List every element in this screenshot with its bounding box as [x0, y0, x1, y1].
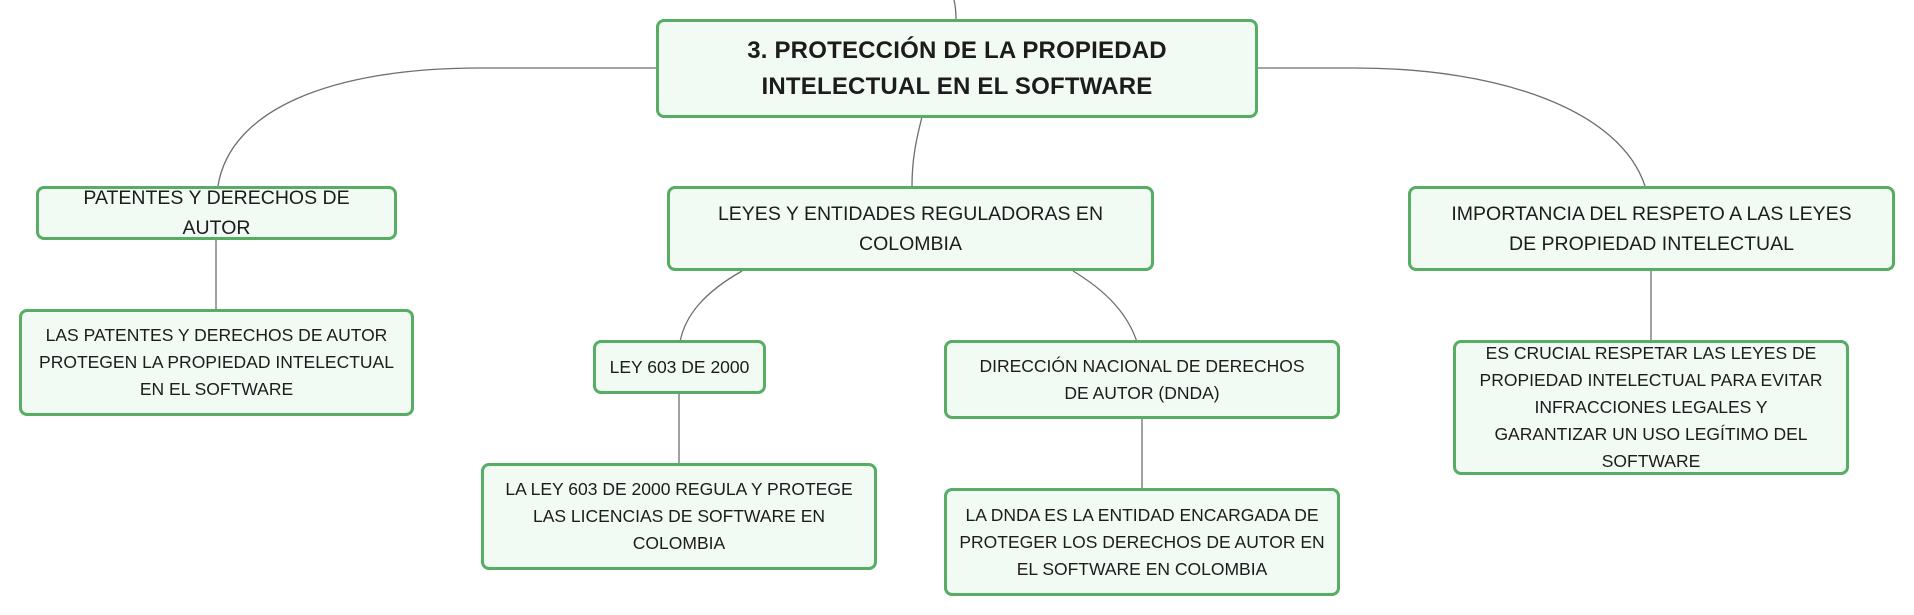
node-label: ES CRUCIAL RESPETAR LAS LEYES DE PROPIED…	[1479, 343, 1823, 471]
node-dnda-detalle[interactable]: LA DNDA ES LA ENTIDAD ENCARGADA DE PROTE…	[944, 488, 1340, 596]
root-node[interactable]: 3. PROTECCIÓN DE LA PROPIEDAD INTELECTUA…	[656, 19, 1258, 118]
connector-parent-root	[953, 0, 957, 21]
node-label: LA LEY 603 DE 2000 REGULA Y PROTEGE LAS …	[505, 479, 853, 553]
node-patentes-derechos-autor[interactable]: PATENTES Y DERECHOS DE AUTOR	[36, 186, 397, 240]
node-label: LEY 603 DE 2000	[609, 356, 750, 377]
node-ley-603-detalle[interactable]: LA LEY 603 DE 2000 REGULA Y PROTEGE LAS …	[481, 463, 877, 570]
node-ley-603[interactable]: LEY 603 DE 2000	[593, 340, 766, 394]
connector-root-patents	[217, 67, 658, 187]
node-dnda[interactable]: DIRECCIÓN NACIONAL DE DERECHOS DE AUTOR …	[944, 340, 1340, 419]
connector-laws-law603	[679, 270, 743, 343]
connector-root-importance	[1255, 67, 1646, 187]
node-label: LA DNDA ES LA ENTIDAD ENCARGADA DE PROTE…	[959, 504, 1325, 579]
node-label: PATENTES Y DERECHOS DE AUTOR	[83, 187, 350, 239]
node-importancia-respeto[interactable]: IMPORTANCIA DEL RESPETO A LAS LEYES DE P…	[1408, 186, 1895, 271]
node-label: DIRECCIÓN NACIONAL DE DERECHOS DE AUTOR …	[979, 355, 1305, 403]
node-patentes-detalle[interactable]: LAS PATENTES Y DERECHOS DE AUTOR PROTEGE…	[19, 309, 414, 416]
node-label: LEYES Y ENTIDADES REGULADORAS EN COLOMBI…	[717, 202, 1104, 255]
root-node-label: 3. PROTECCIÓN DE LA PROPIEDAD INTELECTUA…	[747, 36, 1167, 100]
connector-root-laws	[911, 116, 923, 187]
connector-laws-dnda	[1072, 270, 1138, 343]
node-importancia-detalle[interactable]: ES CRUCIAL RESPETAR LAS LEYES DE PROPIED…	[1453, 340, 1849, 475]
node-label: IMPORTANCIA DEL RESPETO A LAS LEYES DE P…	[1451, 202, 1852, 255]
node-label: LAS PATENTES Y DERECHOS DE AUTOR PROTEGE…	[39, 325, 394, 399]
node-leyes-entidades[interactable]: LEYES Y ENTIDADES REGULADORAS EN COLOMBI…	[667, 186, 1154, 271]
